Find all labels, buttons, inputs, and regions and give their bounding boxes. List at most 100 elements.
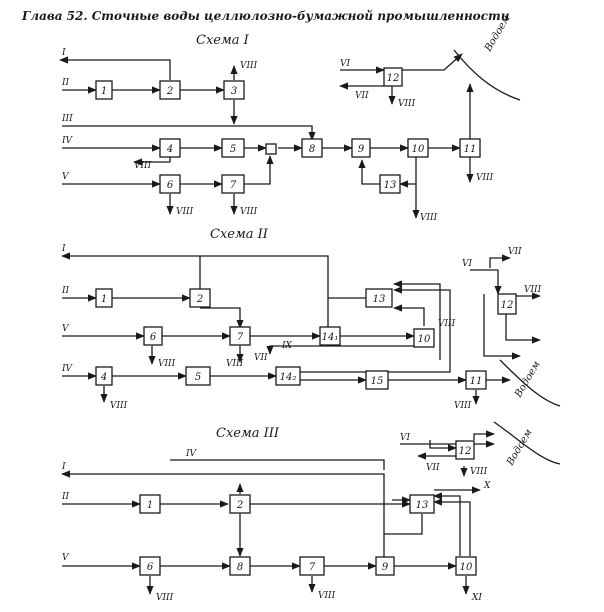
stream-label: V [62, 172, 70, 182]
stream-label: VI [340, 59, 350, 69]
flow-arrow [433, 492, 461, 556]
block-number: 7 [309, 562, 316, 573]
block-number: 12 [459, 446, 472, 457]
flow-arrow [393, 280, 441, 360]
block-number: 2 [166, 86, 173, 97]
block-number: 7 [230, 180, 237, 191]
s3-block-1 [139, 494, 161, 514]
s2-block-12 [497, 293, 517, 315]
stream-label: III [61, 114, 73, 124]
stream-label: VIII [420, 213, 438, 223]
stream-label: V [62, 324, 70, 334]
stream-label: IV [61, 136, 74, 146]
s2-block-15 [365, 370, 389, 390]
block-number: 5 [230, 144, 236, 155]
flow-arrow [59, 56, 171, 80]
s2-block-4 [95, 366, 113, 386]
block-number: 11 [464, 144, 477, 155]
block-number: 10 [412, 144, 425, 155]
scheme-2: Схема II 1 2 6 [61, 227, 561, 411]
flow-arrow [358, 159, 382, 185]
s1-block-2 [159, 80, 181, 100]
block-number: 13 [384, 180, 397, 191]
flow-arrow [489, 254, 511, 268]
block-number: 10 [418, 334, 431, 345]
s2-block-6 [143, 326, 163, 346]
stream-label: VIII [454, 401, 472, 411]
flow-arrow [402, 53, 463, 71]
block-number: 4 [100, 372, 107, 383]
block-number: 2 [236, 500, 243, 511]
s1-block-13 [379, 174, 401, 194]
s3-block-6 [139, 556, 161, 576]
s1-mixer [265, 143, 277, 155]
scheme-3-title: Схема III [216, 426, 280, 441]
stream-label: VII [426, 463, 440, 473]
flow-arrow [483, 294, 521, 360]
scheme-3: Схема III 1 2 13 6 8 [61, 421, 561, 603]
block-number: 9 [382, 562, 389, 573]
stream-label: VIII [110, 401, 128, 411]
block-number: 3 [231, 86, 237, 97]
s3-block-7 [299, 556, 325, 576]
stream-label: VIII [470, 467, 488, 477]
block-number: 12 [387, 73, 400, 84]
stream-label: VIII [476, 173, 494, 183]
stream-label: VIII [240, 207, 258, 217]
scheme-1: Схема I 1 2 [59, 13, 521, 223]
stream-label: II [61, 78, 70, 88]
block-number: 9 [358, 144, 365, 155]
stream-label: II [61, 286, 70, 296]
block-number: 1 [101, 86, 107, 97]
stream-label: VIII [524, 285, 542, 295]
block-number: 1 [147, 500, 153, 511]
stream-label: VIII [158, 359, 176, 369]
stream-label: I [61, 244, 66, 254]
block-number: 2 [196, 294, 203, 305]
s1-block-3 [223, 80, 245, 100]
scheme-1-title: Схема I [196, 33, 250, 48]
block-number: 14₂ [280, 372, 297, 383]
stream-label: X [483, 481, 491, 491]
chapter-header: Глава 52. Сточные воды целлюлозно-бумажн… [21, 9, 510, 23]
s3-block-10 [455, 556, 477, 576]
s2-block-7 [229, 326, 251, 346]
flow-arrow [473, 430, 495, 440]
stream-label: IV [61, 364, 74, 374]
stream-label: VIII [318, 591, 336, 601]
s1-block-9 [351, 138, 371, 158]
s1-block-8 [301, 138, 323, 158]
stream-label: VII [254, 353, 268, 363]
stream-label: I [61, 48, 66, 58]
s2-block-2 [189, 288, 211, 308]
scheme-2-title: Схема II [210, 227, 269, 242]
s3-block-12 [455, 440, 475, 460]
s1-block-1 [95, 80, 113, 100]
s1-block-4 [159, 138, 181, 158]
s1-block-12 [383, 67, 403, 87]
stream-label: V [62, 553, 70, 563]
block-number: 1 [101, 294, 107, 305]
block-number: 6 [167, 180, 174, 191]
flow-line [384, 514, 423, 535]
block-number: 4 [166, 144, 173, 155]
block-number: 10 [460, 562, 473, 573]
flow-arrow [200, 307, 244, 329]
stream-label: VIII [398, 99, 416, 109]
flow-arrow [62, 125, 316, 141]
s3-block-8 [229, 556, 251, 576]
stream-label: VII [355, 91, 369, 101]
block-number: 13 [373, 294, 386, 305]
block-number: 14₁ [322, 332, 339, 343]
s2-block-13 [365, 288, 393, 308]
flow-arrow [393, 304, 425, 326]
flow-arrow [433, 498, 471, 556]
flow-line [493, 421, 561, 465]
stream-label: VIII [176, 207, 194, 217]
block-number: 15 [371, 376, 384, 387]
stream-label: IV [185, 449, 198, 459]
stream-label: VIII [134, 161, 152, 171]
flow-arrow [61, 252, 329, 330]
